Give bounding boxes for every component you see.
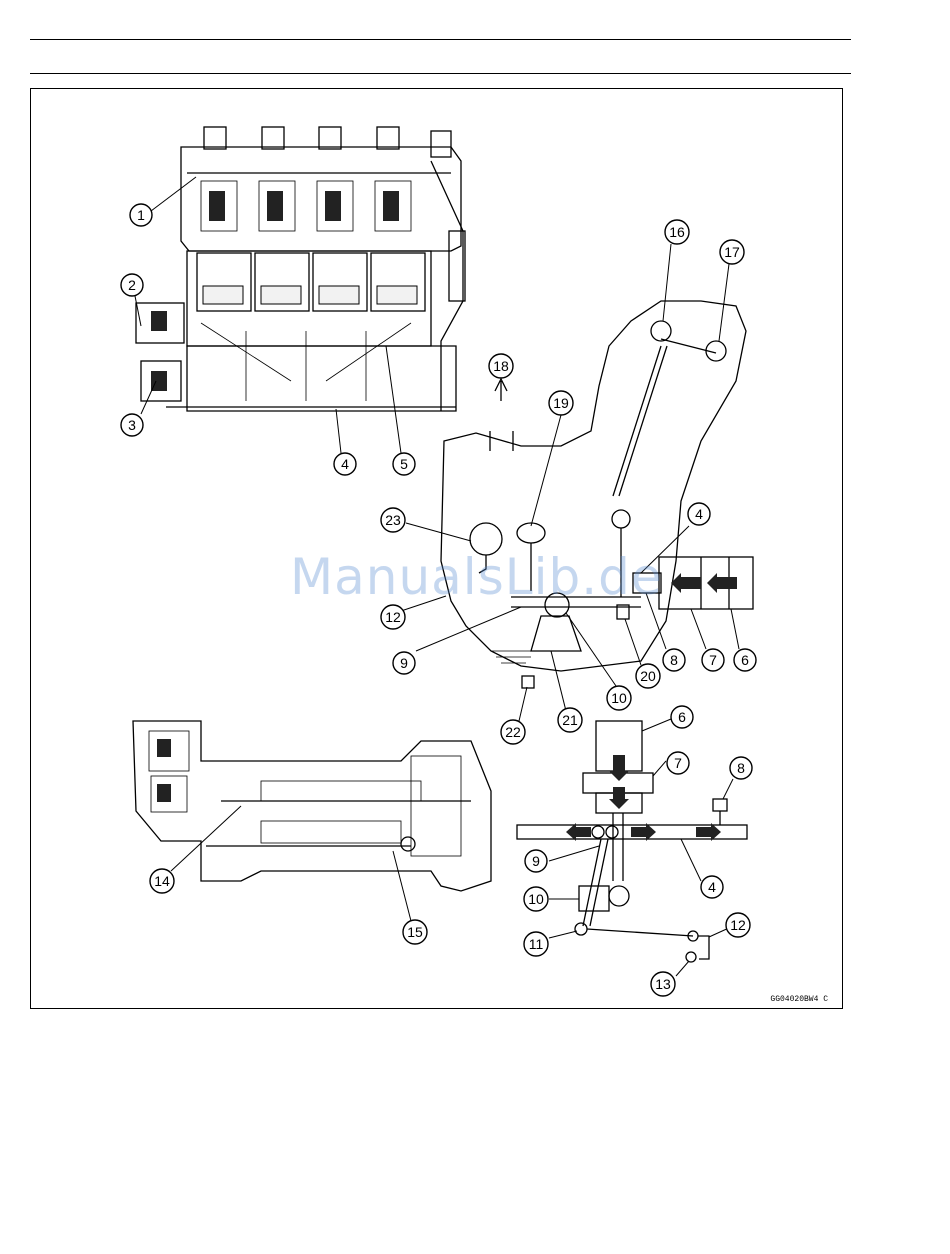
transmission-section-drawing: [133, 721, 491, 891]
figure-frame: 1 2 3 4 5 16 17 18 19 23 4 12 9 10 20 8 …: [30, 88, 843, 1009]
callout-7: 7: [702, 649, 724, 671]
header-rule-top: [30, 39, 851, 40]
callout-9b: 9: [525, 850, 547, 872]
svg-text:4: 4: [341, 456, 349, 472]
callout-15: 15: [403, 920, 427, 944]
svg-text:9: 9: [532, 853, 540, 869]
svg-text:2: 2: [128, 277, 136, 293]
callout-9: 9: [393, 652, 415, 674]
callout-7b: 7: [667, 752, 689, 774]
oil-system-schematic: [517, 721, 747, 962]
svg-text:19: 19: [553, 395, 569, 411]
svg-text:12: 12: [730, 917, 746, 933]
callout-22: 22: [501, 720, 525, 744]
engine-cross-section-drawing: [136, 127, 465, 411]
callout-23: 23: [381, 508, 405, 532]
callout-14: 14: [150, 869, 174, 893]
svg-text:9: 9: [400, 655, 408, 671]
svg-text:3: 3: [128, 417, 136, 433]
callout-10: 10: [607, 686, 631, 710]
callout-8b: 8: [730, 757, 752, 779]
svg-text:4: 4: [695, 506, 703, 522]
callout-12: 12: [381, 605, 405, 629]
svg-text:8: 8: [737, 760, 745, 776]
svg-text:21: 21: [562, 712, 578, 728]
svg-text:14: 14: [154, 873, 170, 889]
svg-text:11: 11: [529, 936, 544, 952]
callout-8: 8: [663, 649, 685, 671]
callout-10b: 10: [524, 887, 548, 911]
lubrication-diagram: 1 2 3 4 5 16 17 18 19 23 4 12 9 10 20 8 …: [31, 89, 842, 1008]
header-rule-bottom: [30, 73, 851, 74]
callout-2: 2: [121, 274, 143, 296]
svg-text:10: 10: [528, 891, 544, 907]
svg-text:10: 10: [611, 690, 627, 706]
svg-text:4: 4: [708, 879, 716, 895]
svg-text:1: 1: [137, 207, 145, 223]
callout-6b: 6: [671, 706, 693, 728]
callout-11: 11: [524, 932, 548, 956]
callout-4c: 4: [701, 876, 723, 898]
svg-text:18: 18: [493, 358, 509, 374]
svg-text:8: 8: [670, 652, 678, 668]
callout-4b: 4: [688, 503, 710, 525]
oil-pan-flow-drawing: [441, 301, 753, 688]
callout-6: 6: [734, 649, 756, 671]
svg-text:23: 23: [385, 512, 401, 528]
callout-5: 5: [393, 453, 415, 475]
callout-16: 16: [665, 220, 689, 244]
svg-text:22: 22: [505, 724, 521, 740]
svg-text:15: 15: [407, 924, 423, 940]
callout-3: 3: [121, 414, 143, 436]
callout-20: 20: [636, 664, 660, 688]
svg-text:12: 12: [385, 609, 401, 625]
callout-19: 19: [549, 391, 573, 415]
figure-code: GG04020BW4 C: [770, 995, 828, 1004]
svg-text:17: 17: [724, 244, 740, 260]
svg-text:7: 7: [709, 652, 717, 668]
callout-12b: 12: [726, 913, 750, 937]
svg-text:5: 5: [400, 456, 408, 472]
callout-18: 18: [489, 354, 513, 378]
callout-17: 17: [720, 240, 744, 264]
callout-21: 21: [558, 708, 582, 732]
svg-text:7: 7: [674, 755, 682, 771]
svg-text:13: 13: [655, 976, 671, 992]
callout-1: 1: [130, 204, 152, 226]
svg-text:20: 20: [640, 668, 656, 684]
callout-4: 4: [334, 453, 356, 475]
svg-text:6: 6: [678, 709, 686, 725]
svg-text:6: 6: [741, 652, 749, 668]
svg-text:16: 16: [669, 224, 685, 240]
callout-13: 13: [651, 972, 675, 996]
